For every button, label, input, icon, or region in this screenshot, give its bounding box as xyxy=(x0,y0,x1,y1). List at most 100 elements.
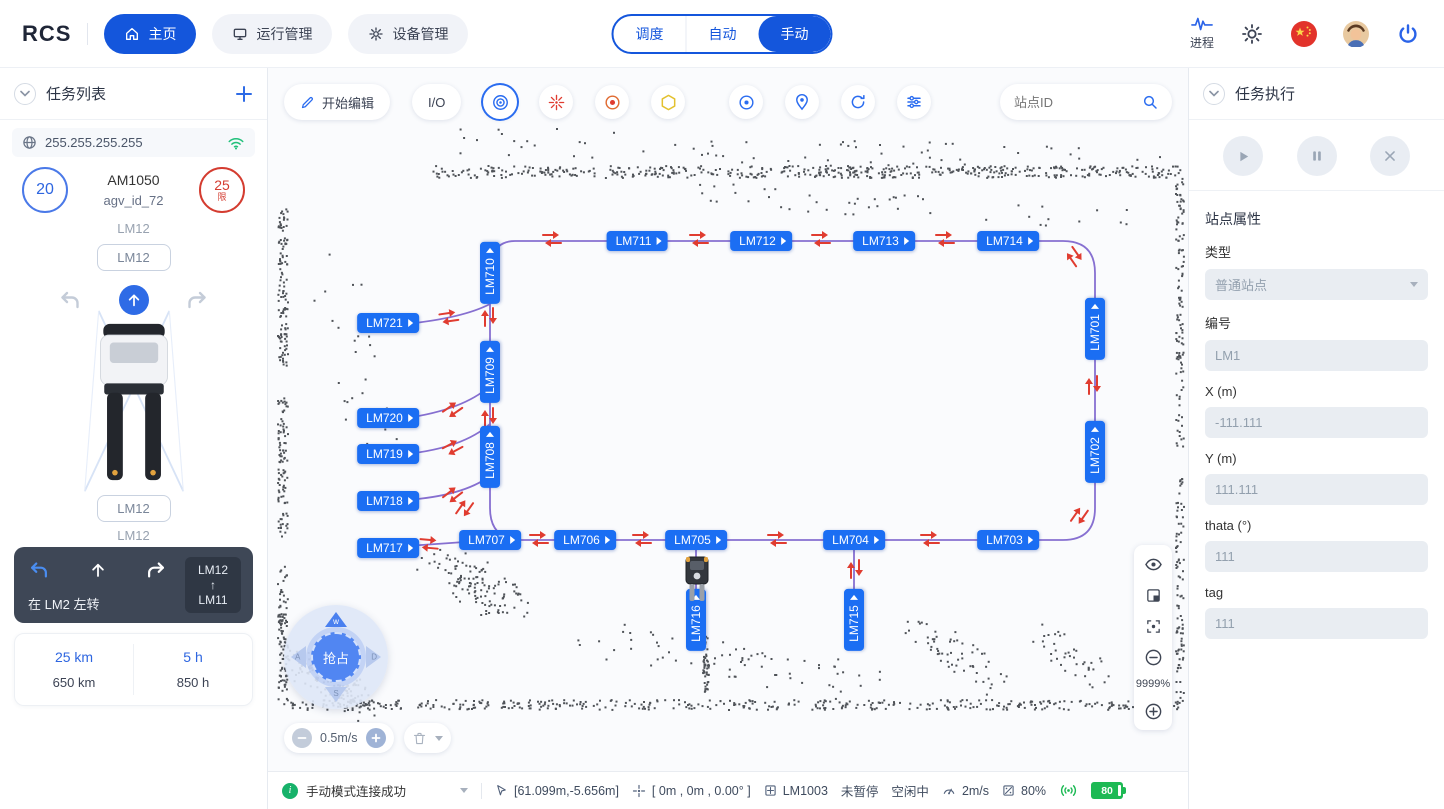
station-LM704[interactable]: LM704 xyxy=(823,530,885,550)
waveform-icon xyxy=(1191,17,1213,31)
station-LM705[interactable]: LM705 xyxy=(665,530,727,550)
station-label: LM715 xyxy=(847,605,861,642)
center-view-button[interactable] xyxy=(1143,616,1163,636)
process-button[interactable]: 进程 xyxy=(1190,16,1214,51)
zoom-out-button[interactable] xyxy=(1143,647,1163,667)
speed-increase-button[interactable] xyxy=(365,728,386,748)
station-LM706[interactable]: LM706 xyxy=(554,530,616,550)
theta-input[interactable] xyxy=(1205,541,1428,572)
station-LM708[interactable]: LM708 xyxy=(480,426,500,488)
brightness-button[interactable] xyxy=(1238,20,1266,48)
station-LM703[interactable]: LM703 xyxy=(977,530,1039,550)
type-select[interactable]: 普通站点 xyxy=(1205,269,1428,300)
collapse-toggle[interactable] xyxy=(1203,82,1225,105)
visibility-button[interactable] xyxy=(1143,554,1163,574)
curved-right-arrow-icon xyxy=(148,562,164,578)
station-LM718[interactable]: LM718 xyxy=(357,491,419,511)
add-task-button[interactable] xyxy=(235,85,253,103)
station-LM709[interactable]: LM709 xyxy=(480,341,500,403)
panel-title: 任务执行 xyxy=(1235,86,1296,103)
signal-strength-icon xyxy=(1059,783,1078,798)
station-label: LM719 xyxy=(366,447,403,461)
joystick-right[interactable] xyxy=(366,646,381,668)
turn-left-button[interactable] xyxy=(58,288,82,312)
mileage-current: 25 km xyxy=(54,649,94,665)
search-icon[interactable] xyxy=(1142,94,1158,110)
station-LM707[interactable]: LM707 xyxy=(459,530,521,550)
station-label: LM717 xyxy=(366,541,403,555)
connection-message: 手动模式连接成功 xyxy=(306,785,407,799)
turn-right-button[interactable] xyxy=(185,288,209,312)
station-search-input[interactable] xyxy=(1014,94,1142,110)
station-label: LM720 xyxy=(366,411,403,425)
turn-right-button[interactable] xyxy=(145,559,167,581)
nav-devices[interactable]: 设备管理 xyxy=(348,13,469,54)
turn-left-active-button[interactable] xyxy=(28,559,50,581)
layer-target-button[interactable] xyxy=(595,85,630,119)
station-direction-icon xyxy=(715,536,721,544)
pause-icon xyxy=(1312,151,1321,161)
station-LM701[interactable]: LM701 xyxy=(1085,298,1105,360)
forward-button[interactable] xyxy=(89,561,107,579)
station-LM720[interactable]: LM720 xyxy=(357,408,419,428)
tab-manual[interactable]: 手动 xyxy=(758,15,831,52)
play-task-button[interactable] xyxy=(1223,136,1263,176)
field-code: 编号 xyxy=(1205,313,1428,371)
power-button[interactable] xyxy=(1394,20,1422,48)
seize-control-button[interactable]: 抢占 xyxy=(311,632,361,682)
joystick-up[interactable] xyxy=(325,612,347,627)
station-direction-icon xyxy=(1091,304,1099,310)
station-LM719[interactable]: LM719 xyxy=(357,444,419,464)
layer-zone-button[interactable] xyxy=(651,85,686,119)
map-settings-button[interactable] xyxy=(897,85,932,119)
field-tag-label: tag xyxy=(1205,585,1224,600)
refresh-map-button[interactable] xyxy=(841,85,876,119)
move-forward-button[interactable] xyxy=(118,285,149,315)
joystick-down[interactable] xyxy=(325,687,347,702)
agv-map-marker[interactable] xyxy=(682,555,712,603)
language-flag-button[interactable] xyxy=(1290,20,1318,48)
path-direction-arrows xyxy=(1063,500,1093,532)
station-LM702[interactable]: LM702 xyxy=(1085,421,1105,483)
x-input[interactable] xyxy=(1205,407,1428,438)
nav-operation[interactable]: 运行管理 xyxy=(212,13,333,54)
station-LM711[interactable]: LM711 xyxy=(606,231,668,251)
y-input[interactable] xyxy=(1205,474,1428,505)
speed-decrease-button[interactable] xyxy=(292,728,312,748)
robot-ip-row[interactable]: 255.255.255.255 xyxy=(12,128,255,157)
snapshot-button[interactable] xyxy=(1143,585,1163,605)
station-LM713[interactable]: LM713 xyxy=(853,231,915,251)
tag-input[interactable] xyxy=(1205,608,1428,639)
tab-dispatch[interactable]: 调度 xyxy=(635,25,664,42)
io-button[interactable]: I/O xyxy=(412,84,462,120)
speed-controls: 0.5m/s xyxy=(284,723,451,753)
dropdown-arrow-icon xyxy=(434,735,443,741)
nav-home[interactable]: 主页 xyxy=(104,13,197,54)
station-LM710[interactable]: LM710 xyxy=(480,242,500,304)
station-direction-icon xyxy=(1027,536,1033,544)
pause-task-button[interactable] xyxy=(1296,136,1337,176)
layer-lidar-button[interactable] xyxy=(539,85,574,119)
code-input[interactable] xyxy=(1205,340,1428,371)
stop-task-button[interactable] xyxy=(1370,136,1410,176)
user-avatar[interactable] xyxy=(1342,20,1370,48)
robot-identity: AM1050 agv_id_72 xyxy=(104,170,164,211)
station-LM714[interactable]: LM714 xyxy=(977,231,1039,251)
station-LM715[interactable]: LM715 xyxy=(844,589,864,651)
connection-message-select[interactable]: i 手动模式连接成功 xyxy=(282,781,468,800)
station-properties: 站点属性 类型 普通站点 编号 X (m) Y (m) xyxy=(1189,191,1444,641)
clear-tool[interactable] xyxy=(403,723,451,753)
joystick-left[interactable] xyxy=(291,646,306,668)
station-LM717[interactable]: LM717 xyxy=(357,538,419,558)
locate-robot-button[interactable] xyxy=(729,85,764,119)
layer-radar-button[interactable] xyxy=(483,85,518,119)
collapse-toggle[interactable] xyxy=(14,82,36,105)
station-pin-button[interactable] xyxy=(785,85,820,119)
start-edit-button[interactable]: 开始编辑 xyxy=(284,84,391,120)
task-execution-panel: 任务执行 站点属性 类型 普通站点 xyxy=(1188,68,1444,809)
tab-auto[interactable]: 自动 xyxy=(685,15,759,52)
station-LM721[interactable]: LM721 xyxy=(357,313,419,333)
station-LM712[interactable]: LM712 xyxy=(730,231,792,251)
zoom-in-button[interactable] xyxy=(1143,701,1163,721)
